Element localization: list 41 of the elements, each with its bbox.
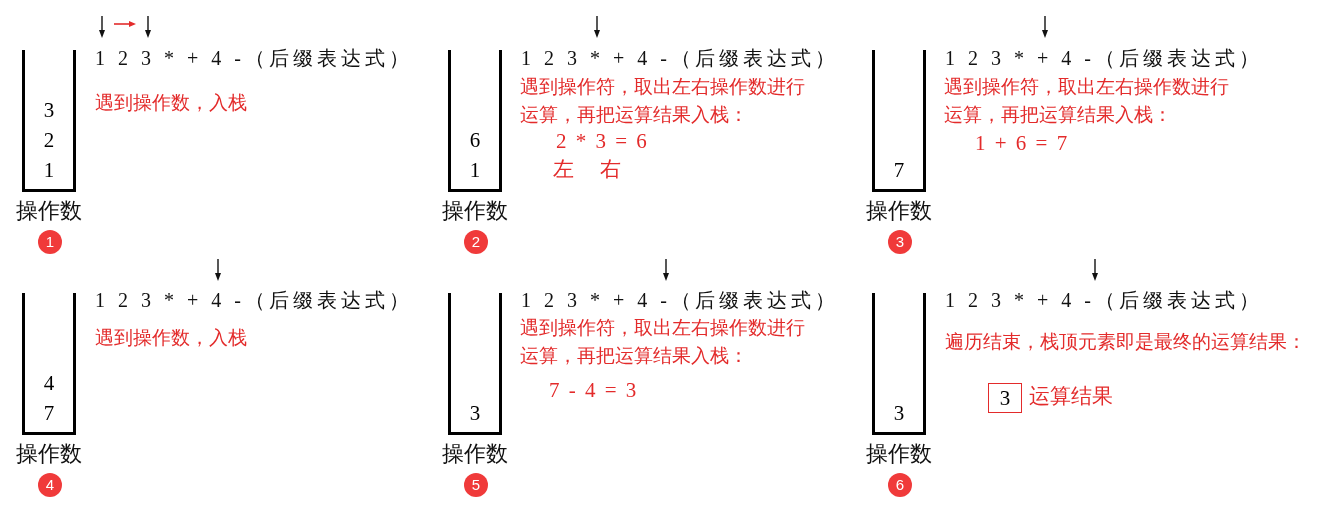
equation-text: 7 - 4 = 3: [549, 377, 639, 403]
step-badge: 5: [464, 473, 488, 497]
stack-value: 7: [43, 400, 55, 427]
operand-label: 右: [600, 156, 623, 182]
expression-text: 1 2 3 * + 4 -（后缀表达式）: [521, 46, 839, 70]
stack-label: 操作数: [15, 440, 83, 468]
step-note: 遇到操作数，入栈: [95, 326, 247, 350]
stack-label: 操作数: [865, 197, 933, 225]
step-badge: 1: [38, 230, 62, 254]
stack-value: 2: [43, 127, 55, 154]
result-caption: 运算结果: [1029, 383, 1113, 410]
step-note: 遇到操作符，取出左右操作数进行运算，再把运算结果入栈：: [520, 75, 806, 127]
stack-value: 1: [43, 157, 55, 184]
stack-label: 操作数: [441, 440, 509, 468]
expression-text: 1 2 3 * + 4 -（后缀表达式）: [521, 288, 839, 312]
step-badge: 2: [464, 230, 488, 254]
stack-value: 3: [43, 97, 55, 124]
stack-value: 3: [469, 400, 481, 427]
expression-text: 1 2 3 * + 4 -（后缀表达式）: [945, 288, 1263, 312]
step-badge: 4: [38, 473, 62, 497]
step-note: 遇到操作符，取出左右操作数进行运算，再把运算结果入栈：: [944, 75, 1230, 127]
step-badge: 6: [888, 473, 912, 497]
step-note: 遇到操作数，入栈: [95, 91, 247, 115]
expression-text: 1 2 3 * + 4 -（后缀表达式）: [95, 46, 413, 70]
stack-value: 7: [893, 157, 905, 184]
expression-text: 1 2 3 * + 4 -（后缀表达式）: [95, 288, 413, 312]
stack-label: 操作数: [441, 197, 509, 225]
step-badge: 3: [888, 230, 912, 254]
step-note: 遍历结束，栈顶元素即是最终的运算结果：: [945, 330, 1306, 354]
stack-label: 操作数: [865, 440, 933, 468]
step-note: 遇到操作符，取出左右操作数进行运算，再把运算结果入栈：: [520, 316, 806, 368]
stack-value: 4: [43, 370, 55, 397]
result-box: 3: [988, 383, 1022, 413]
stack-value: 6: [469, 127, 481, 154]
equation-text: 2 * 3 = 6: [556, 128, 649, 154]
stack-value: 3: [893, 400, 905, 427]
stack-value: 1: [469, 157, 481, 184]
expression-text: 1 2 3 * + 4 -（后缀表达式）: [945, 46, 1263, 70]
equation-text: 1 + 6 = 7: [975, 130, 1070, 156]
operand-label: 左: [553, 156, 576, 182]
stack-label: 操作数: [15, 197, 83, 225]
